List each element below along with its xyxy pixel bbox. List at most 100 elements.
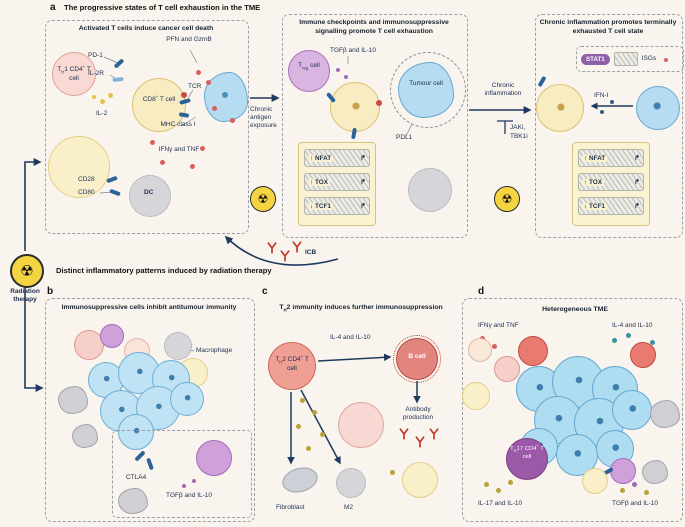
granzyme-dot (230, 118, 235, 123)
macrophage-blob (72, 424, 98, 448)
gene-row-tcf1: ↓ TCF1↱ (304, 197, 370, 215)
tme-tumour-cell (612, 390, 652, 430)
immune-cell-red (518, 336, 548, 366)
cytokine-dot (320, 432, 325, 437)
antibody-icon (267, 242, 277, 254)
cytokine-dot (336, 68, 340, 72)
isgs-label: ISGs (641, 54, 657, 62)
immune-cell-yellow (582, 468, 608, 494)
radiation-therapy-label: Radiation therapy (10, 288, 40, 304)
immune-cell-pink (338, 402, 384, 448)
terminally-exhausted-tcell (536, 84, 584, 132)
transcription-arrow-icon: ↱ (634, 203, 640, 210)
th2-cd4-tcell (268, 342, 316, 390)
th17-cd4-tcell-label: TH17 CD4+ T cell (510, 444, 544, 460)
arrow-radiation-to-panel-b (24, 286, 44, 392)
ifn-dot (610, 100, 614, 104)
cytokine-dot (344, 75, 348, 79)
treg-cell-label: Treg cell (298, 62, 320, 71)
il4-dot (626, 333, 631, 338)
ctla4-inset-box (112, 430, 252, 518)
ifng-tnf-label: IFNγ and TNF (158, 146, 200, 153)
box-chronic-inflammation (535, 14, 683, 238)
antibody-icon (429, 428, 439, 440)
cytokine-dot (182, 484, 186, 488)
tumour-cell-label: Tumour cell (409, 80, 443, 87)
gene-row-tox: ↑ TOX↱ (578, 173, 644, 191)
panel-d-title: Heterogeneous TME (542, 306, 608, 313)
tgfb-dot (632, 482, 637, 487)
gene-row-tox: ↑ TOX↱ (304, 173, 370, 191)
th17-cd4-tcell (506, 438, 548, 480)
ifng-dot (150, 140, 155, 145)
gene-label-nfat: ↑ NFAT (582, 154, 608, 162)
il2-dot (100, 99, 105, 104)
m2-label: M2 (344, 504, 354, 511)
box1-title: Activated T cells induce cancer cell dea… (78, 25, 214, 32)
macrophage-blob (118, 488, 148, 514)
myeloid-cell (408, 168, 452, 212)
tumour-dashed-ring (390, 52, 466, 128)
panel-c-title: TH2 immunity induces further immunosuppr… (279, 304, 443, 313)
tumour-nucleus-dot (222, 92, 228, 98)
cytokine-dot (390, 470, 395, 475)
box-activated-tcells (45, 20, 249, 234)
box-immune-checkpoints (282, 14, 468, 238)
cd8-tcell-label: CD8+ T cell (142, 94, 176, 104)
stat1-pill: STAT1 (581, 53, 610, 65)
tumour-cluster-cell (170, 382, 204, 416)
box2-title: Immune checkpoints and immunosuppressive… (299, 19, 449, 35)
panel-b-title: Immunosuppressive cells inhibit antitumo… (61, 304, 237, 311)
mhc-label: MHC class I (160, 121, 196, 128)
gene-row-nfat: ↑ NFAT↱ (304, 149, 370, 167)
arrow-th2-to-m2 (300, 389, 341, 465)
treg-cell (288, 50, 330, 92)
panel-a-label: a (50, 2, 56, 13)
cytokine-dot (306, 446, 311, 451)
pd1-pdl1-dot (376, 100, 382, 106)
stat1-isg-module: STAT1 ISGs (576, 46, 684, 72)
checkpoint-dot (181, 92, 187, 98)
macrophage-cell (164, 332, 192, 360)
th2-cd4-tcell-label: TH2 CD4+ T cell (275, 354, 309, 372)
arrow-icb-reversal (224, 235, 339, 266)
il17-dot (508, 480, 513, 485)
tgfb-dot (620, 488, 625, 493)
macrophage-blob (58, 386, 88, 414)
th1-cd4-tcell-label: TH1 CD4+ T cell (57, 64, 91, 82)
box-panel-b (45, 298, 255, 522)
il4-dot (612, 338, 617, 343)
fibroblast-label: Fibroblast (276, 504, 305, 511)
immune-cell-red (630, 342, 656, 368)
cd80-label: CD80 (78, 189, 95, 196)
il2-dot (92, 95, 96, 99)
gene-label-tox: ↑ TOX (582, 178, 604, 186)
granzyme-dot (206, 80, 211, 85)
il17-dot (484, 482, 489, 487)
granzyme-dot (196, 70, 201, 75)
immune-cell-purple (610, 458, 636, 484)
inhibition-bar-icon (497, 120, 513, 134)
gene-row-tcf1: ↓ TCF1↱ (578, 197, 644, 215)
il2r-label: IL-2R (88, 70, 104, 77)
stromal-cell (642, 460, 668, 484)
ifn-producing-cell (636, 86, 680, 130)
gene-label-nfat: ↑ NFAT (308, 154, 334, 162)
transcription-arrow-icon: ↱ (360, 203, 366, 210)
pdl1-label: PDL1 (396, 134, 413, 141)
tumour-cluster-cell (118, 414, 154, 450)
ifng-dot (190, 164, 195, 169)
panel-c-il4-label: IL-4 and IL-10 (330, 334, 371, 341)
th1-cd4-tcell (52, 52, 96, 96)
b-cell-label: B cell (408, 353, 426, 360)
cytokine-dot (300, 398, 305, 403)
tbk1i-label: TBK1i (510, 133, 528, 140)
immune-cell-yellow (402, 462, 438, 498)
transcription-arrow-icon: ↱ (360, 179, 366, 186)
ifng-dot (492, 344, 497, 349)
tumour-cell (398, 62, 454, 118)
panel-b-tgfb-label: TGFβ and IL-10 (166, 492, 213, 499)
antibody-production-label: Antibody production (402, 406, 434, 422)
isg-dna-icon (613, 52, 638, 66)
